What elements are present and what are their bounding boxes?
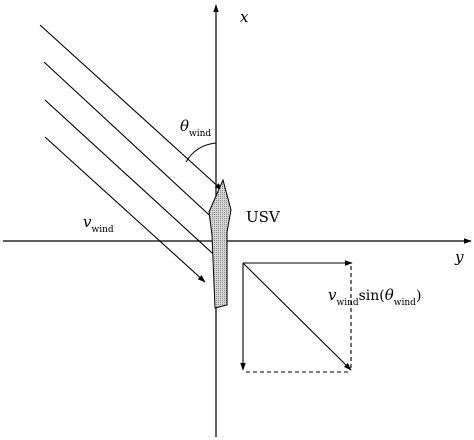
usv-label: USV	[246, 208, 281, 226]
usv-hull	[208, 178, 232, 309]
component-label: vwindsin(θwind)	[328, 286, 421, 308]
wind-arrows	[39, 24, 223, 283]
theta-label: θwind	[180, 117, 211, 139]
theta-arc	[185, 142, 217, 163]
wind-arrow	[44, 99, 223, 263]
component-vectors	[240, 260, 353, 373]
wind-arrow	[43, 61, 221, 226]
y-axis-label: y	[454, 248, 464, 266]
x-axis-label: x	[240, 8, 249, 26]
wind-arrow	[39, 24, 223, 191]
resultant-arrow	[242, 262, 352, 371]
wind-arrow	[44, 136, 206, 283]
v-wind-label: vwind	[83, 213, 114, 235]
